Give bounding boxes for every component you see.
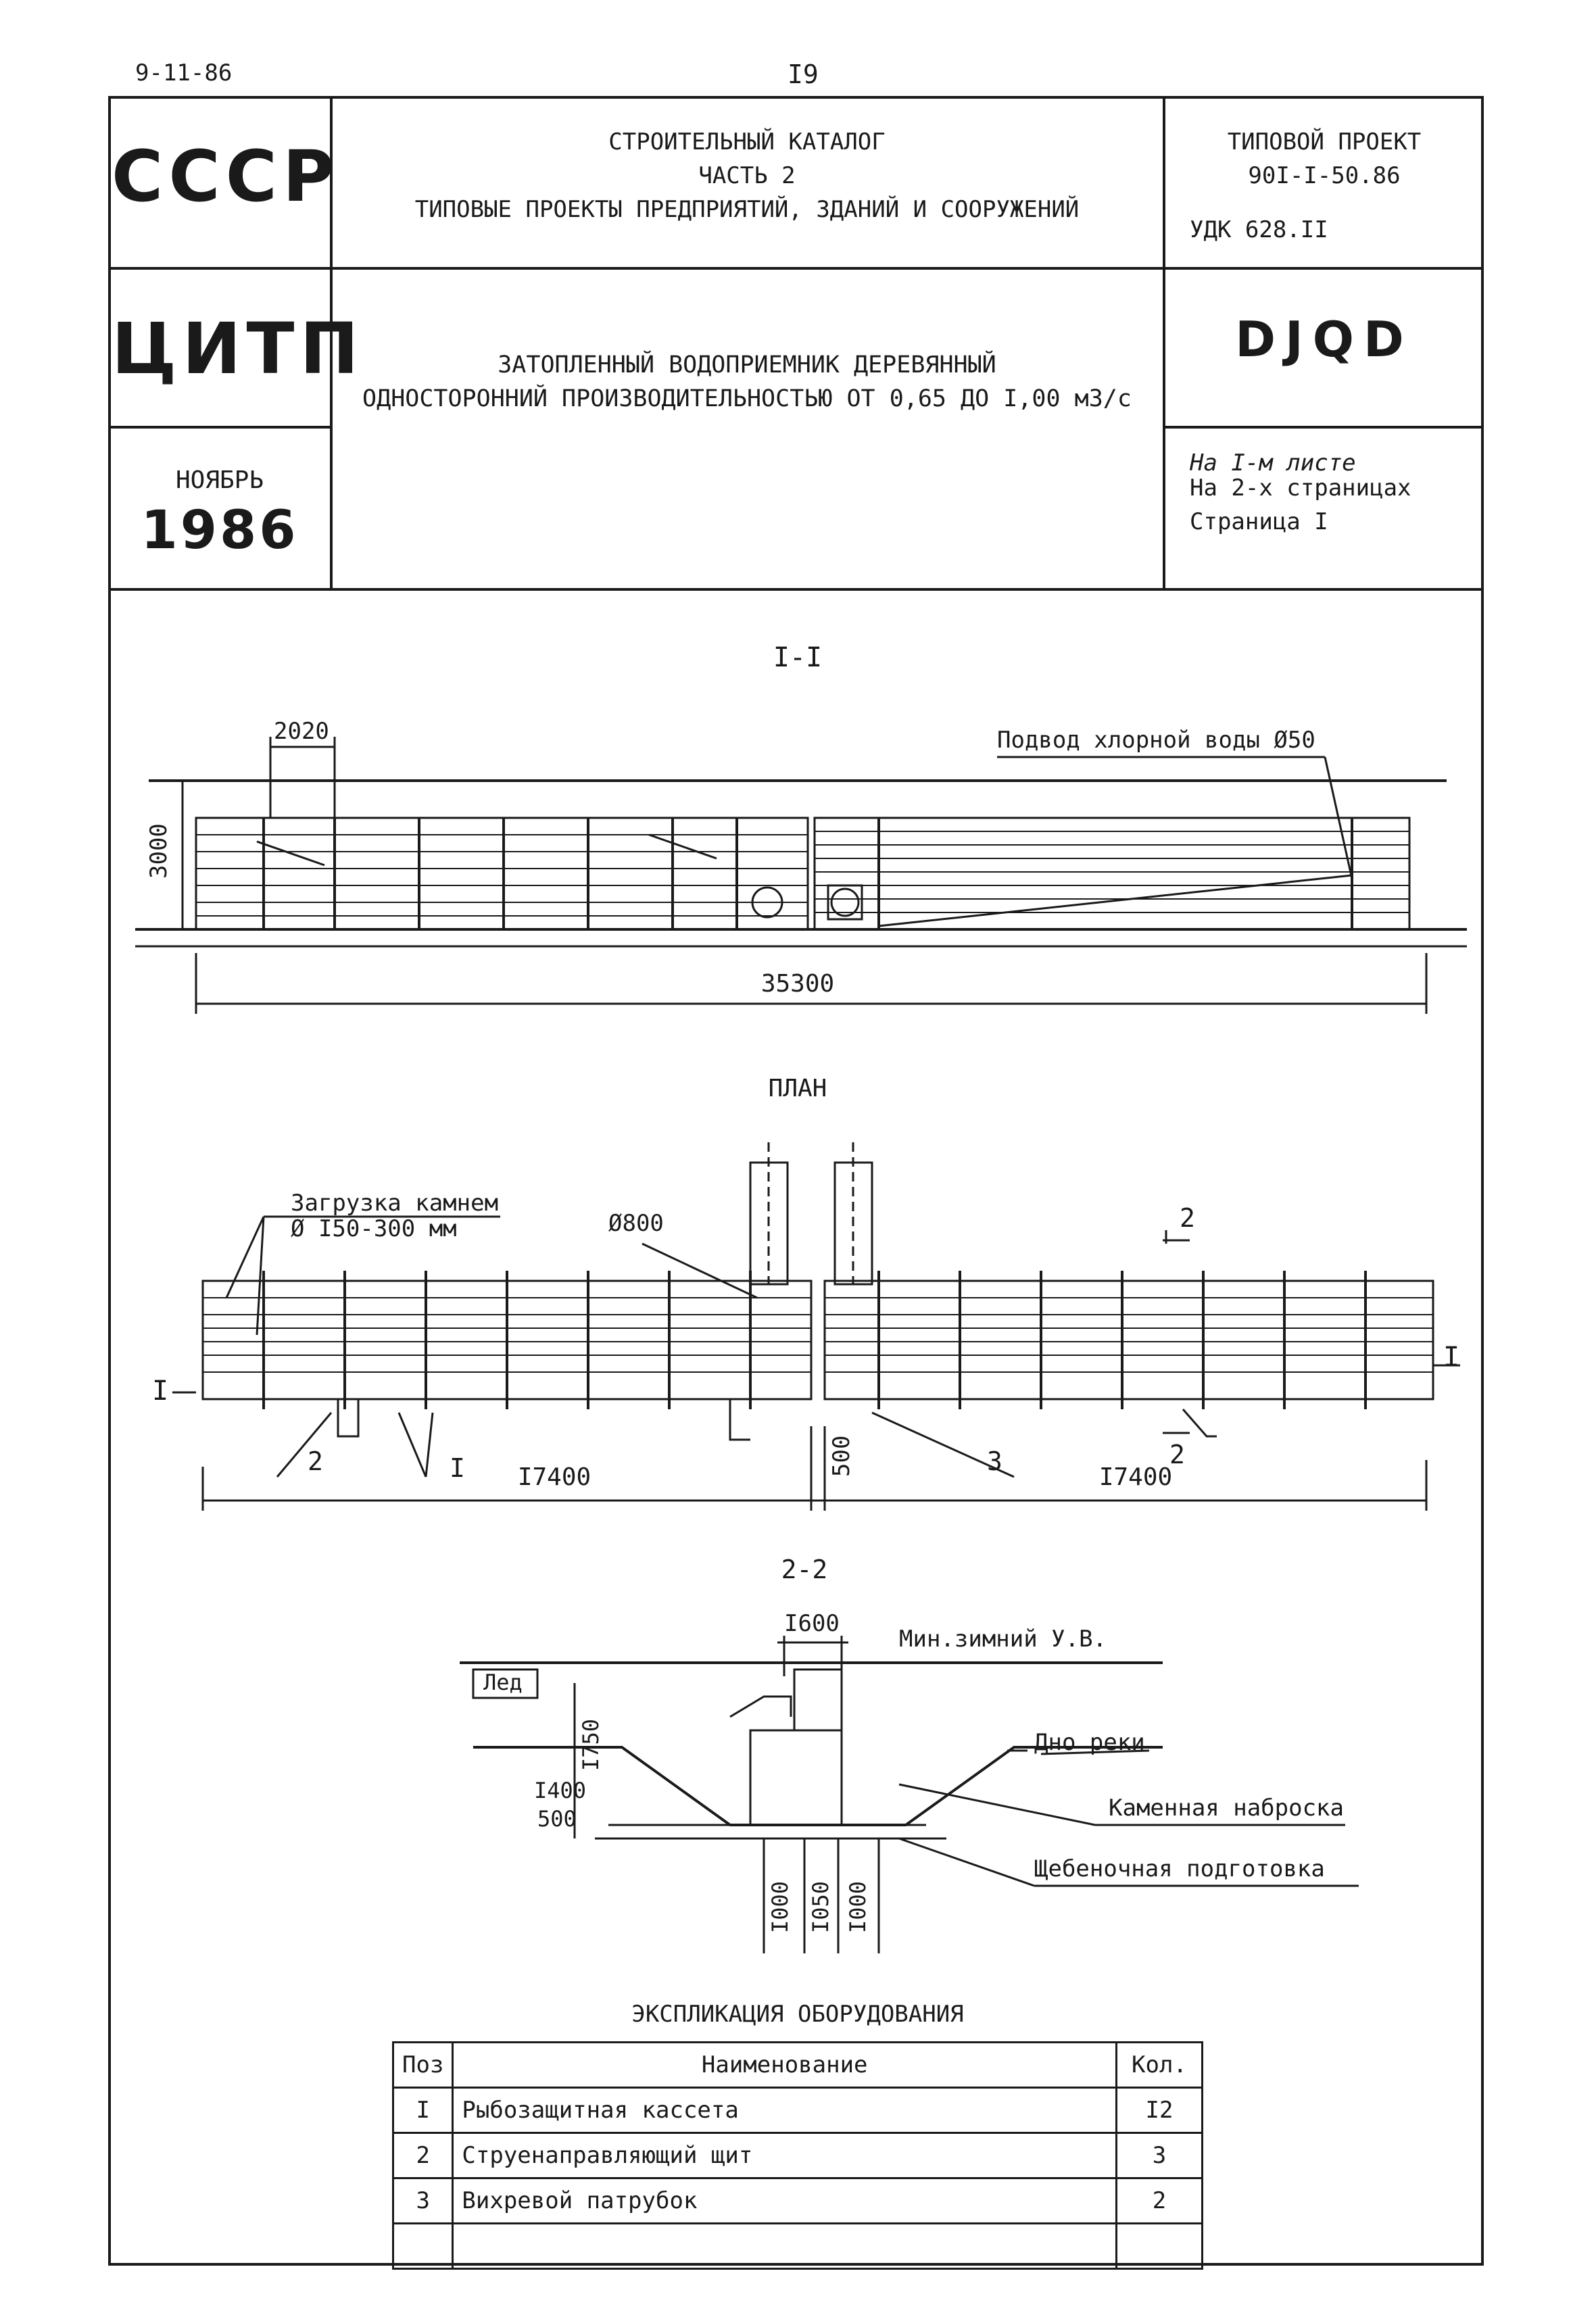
sheet-count: На I-м листе [1190,449,1356,477]
row-pos: I [391,2087,454,2134]
catalog-line-1: СТРОИТЕЛЬНЫЙ КАТАЛОГ [608,128,886,155]
org-citp: ЦИТП [112,308,364,390]
section-1-dim-height: 3000 [145,823,172,879]
project-number: 90I-I-50.86 [1248,162,1401,189]
plan-section-mark-right: I [1443,1342,1460,1373]
section-1-note: Подвод хлорной воды Ø50 [997,727,1315,754]
column-header-pos: Поз [391,2041,454,2089]
section-2-dim-b1: I000 [767,1880,793,1933]
plan-dim-gap: 500 [828,1435,855,1477]
section-1-dim-length: 35300 [760,970,835,998]
section-2-dim-b2: I050 [808,1880,833,1933]
row-name: Рыбозащитная кассета [452,2087,1117,2134]
section-2-rock-fill: Каменная наброска [1109,1795,1344,1822]
equipment-title: ЭКСПЛИКАЦИЯ ОБОРУДОВАНИЯ [631,2001,964,2028]
plan-diameter: Ø800 [608,1210,664,1237]
section-2-gravel: Щебеночная подготовка [1034,1855,1325,1882]
plan-section-mark-left: I [152,1375,169,1407]
plan-section-mark-2-bottom: 2 [1169,1440,1185,1469]
document-title-line-1: ЗАТОПЛЕННЫЙ ВОДОПРИЕМНИК ДЕРЕВЯННЫЙ [498,351,996,379]
page-reference: Страница I [1190,508,1328,535]
plan-callout-1: I [450,1453,465,1483]
section-1-title: I-I [773,642,823,673]
equipment-table: Поз Наименование Кол. I Рыбозащитная кас… [391,2041,1203,2270]
section-1-dim-top: 2020 [274,718,329,745]
section-2-dim-1400: I400 [534,1778,587,1803]
section-2-title: 2-2 [781,1555,828,1584]
section-2-dim-500: 500 [537,1806,577,1832]
table-row: 3 Вихревой патрубок 2 [391,2177,1203,2224]
row-name: Вихревой патрубок [452,2177,1117,2224]
plan-dim-right: I7400 [1098,1463,1173,1491]
org-ussr: СССР [112,135,340,218]
title-block-divider [108,588,1484,591]
plan-note-line-1: Загрузка камнем [291,1190,499,1217]
section-2-dim-1750: I750 [578,1718,604,1771]
row-qty: 2 [1115,2177,1203,2224]
empty-cell [391,2222,454,2270]
plan-title: ПЛАН [768,1075,827,1102]
table-header-row: Поз Наименование Кол. [391,2041,1203,2089]
table-row: 2 Струенаправляющий щит 3 [391,2132,1203,2179]
column-header-name: Наименование [452,2041,1117,2089]
row-pos: 3 [391,2177,454,2224]
page-count: На 2-х страницах [1190,474,1411,502]
catalog-line-3: ТИПОВЫЕ ПРОЕКТЫ ПРЕДПРИЯТИЙ, ЗДАНИЙ И СО… [414,196,1080,223]
empty-cell [1115,2222,1203,2270]
issue-month: НОЯБРЬ [175,466,264,494]
title-block-divider [108,267,1484,270]
udk-code: УДК 628.II [1190,216,1328,243]
row-qty: 3 [1115,2132,1203,2179]
column-header-qty: Кол. [1115,2041,1203,2089]
plan-callout-3: 3 [987,1446,1002,1476]
date-code: 9-11-86 [135,59,233,87]
row-qty: I2 [1115,2087,1203,2134]
table-row: I Рыбозащитная кассета I2 [391,2087,1203,2134]
title-block-divider [1163,426,1484,429]
empty-cell [452,2222,1117,2270]
plan-section-mark-2-top: 2 [1180,1203,1195,1233]
title-block-divider [108,426,331,429]
row-pos: 2 [391,2132,454,2179]
section-2-dim-b3: I000 [845,1880,871,1933]
document-title-line-2: ОДНОСТОРОННИЙ ПРОИЗВОДИТЕЛЬНОСТЬЮ ОТ 0,6… [362,385,1132,412]
title-block-divider [1163,96,1165,589]
catalog-code: DJQD [1235,311,1413,368]
row-name: Струенаправляющий щит [452,2132,1117,2179]
issue-year: 1986 [141,500,299,561]
section-2-ice: Лед [483,1670,523,1695]
section-2-water-level: Мин.зимний У.В. [899,1626,1107,1653]
plan-note-line-2: Ø I50-300 мм [291,1215,457,1242]
section-2-river-bed: Дно реки [1034,1729,1145,1756]
project-label: ТИПОВОЙ ПРОЕКТ [1227,128,1422,155]
catalog-line-2: ЧАСТЬ 2 [698,162,796,189]
table-row-empty [391,2222,1203,2270]
page-number: I9 [788,59,819,89]
title-block-divider [330,96,333,589]
plan-callout-2: 2 [308,1446,323,1476]
section-2-dim-width: I600 [784,1610,840,1637]
plan-dim-left: I7400 [517,1463,591,1491]
